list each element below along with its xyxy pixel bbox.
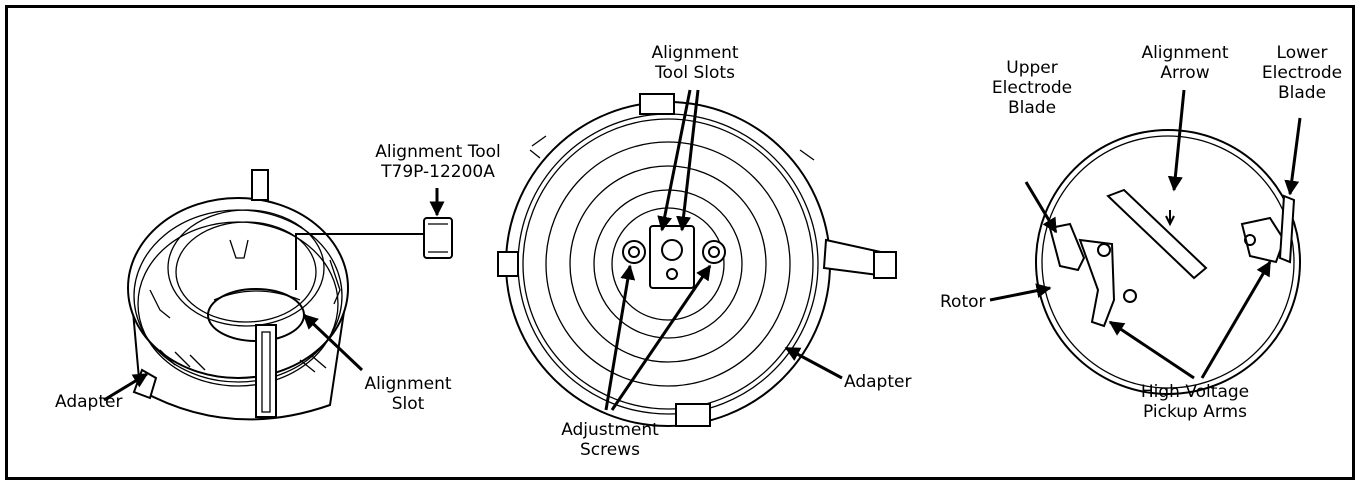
rotor-label: Rotor — [940, 292, 986, 312]
alignment-slot-label: Alignment Slot — [364, 374, 452, 414]
pickup-leader-1 — [1108, 320, 1195, 380]
adapter-left-illustration — [127, 169, 349, 421]
rotor-leader — [989, 283, 1052, 302]
slot-leader — [302, 313, 364, 372]
figure-border — [5, 5, 1355, 480]
alignment-tool-illustration — [295, 217, 453, 290]
slots-leader-1 — [657, 89, 692, 232]
pickup-leader-2 — [1200, 260, 1272, 379]
lower-blade-leader — [1284, 117, 1302, 196]
screws-leader-2 — [610, 264, 712, 411]
adapter-top-view-illustration — [497, 93, 897, 427]
slots-leader-2 — [676, 89, 700, 232]
upper-electrode-blade-label: Upper Electrode Blade — [991, 58, 1073, 118]
alignment-arrow-label: Alignment Arrow — [1141, 43, 1229, 83]
adapter-middle-leader — [784, 346, 843, 380]
upper-blade-leader — [1024, 181, 1058, 234]
adapter-left-label: Adapter — [55, 392, 123, 412]
adapter-middle-label: Adapter — [844, 372, 912, 392]
lower-electrode-blade-label: Lower Electrode Blade — [1261, 43, 1343, 103]
adapter-left-leader — [103, 372, 149, 402]
adjustment-screws-label: Adjustment Screws — [561, 420, 659, 460]
arrow-leader — [1167, 89, 1186, 192]
high-voltage-pickup-arms-label: High Voltage Pickup Arms — [1140, 382, 1250, 422]
alignment-tool-slots-label: Alignment Tool Slots — [651, 43, 739, 83]
alignment-tool-label: Alignment Tool T79P-12200A — [375, 142, 501, 182]
rotor-illustration — [1035, 129, 1301, 395]
screws-leader-1 — [604, 264, 636, 411]
